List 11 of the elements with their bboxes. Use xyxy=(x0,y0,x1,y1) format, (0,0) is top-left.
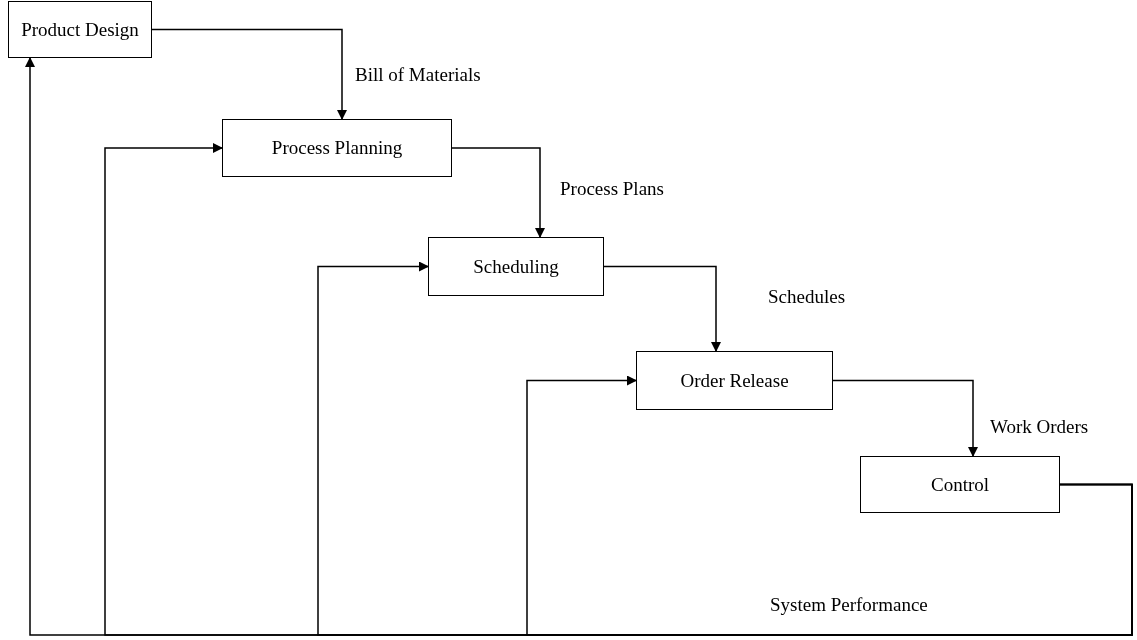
arrow xyxy=(832,379,978,457)
arrow xyxy=(603,265,721,352)
process-box: Scheduling xyxy=(428,237,604,296)
arrow xyxy=(151,28,347,120)
process-box: Process Planning xyxy=(222,119,452,177)
arrow xyxy=(526,375,1133,636)
process-box: Order Release xyxy=(636,351,833,410)
edge-label: System Performance xyxy=(770,594,928,616)
process-box: Product Design xyxy=(8,1,152,58)
arrow xyxy=(451,147,545,238)
process-box: Control xyxy=(860,456,1060,513)
